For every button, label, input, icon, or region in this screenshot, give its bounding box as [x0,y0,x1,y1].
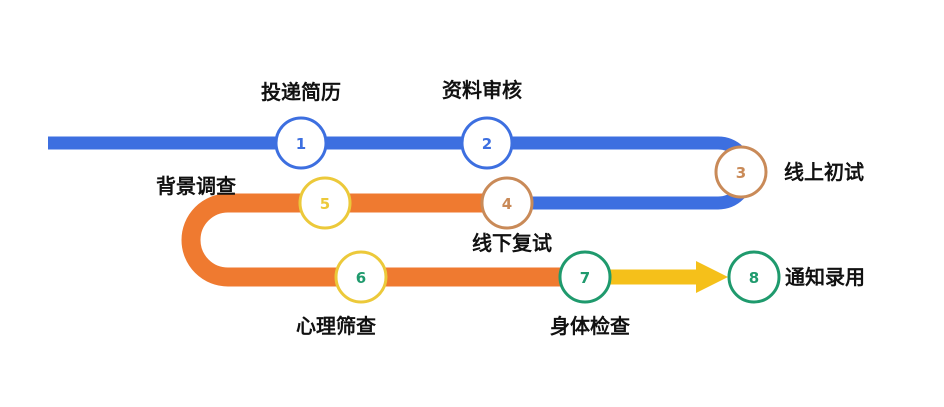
step-number-6: 6 [356,269,366,287]
step-label-8: 通知录用 [785,265,865,289]
step-label-1: 投递简历 [261,80,341,104]
step-label-7: 身体检查 [550,314,630,338]
step-number-3: 3 [736,164,746,182]
step-node-3: 3 [714,145,768,199]
step-label-2: 资料审核 [442,78,522,102]
step-label-5: 背景调查 [156,174,236,198]
step-label-4: 线下复试 [472,231,552,255]
step-node-5: 5 [298,176,352,230]
step-number-2: 2 [482,135,492,153]
arrow-head-icon [696,261,728,293]
step-number-4: 4 [502,195,512,213]
step-node-7: 7 [558,250,612,304]
step-number-5: 5 [320,195,330,213]
step-node-1: 1 [274,116,328,170]
step-number-1: 1 [296,135,306,153]
step-number-7: 7 [580,269,590,287]
step-label-3: 线上初试 [784,160,864,184]
step-node-2: 2 [460,116,514,170]
step-node-4: 4 [480,176,534,230]
step-node-8: 8 [727,250,781,304]
step-number-8: 8 [749,269,759,287]
step-label-6: 心理筛查 [296,314,376,338]
orange-track [181,193,585,287]
step-node-6: 6 [334,250,388,304]
